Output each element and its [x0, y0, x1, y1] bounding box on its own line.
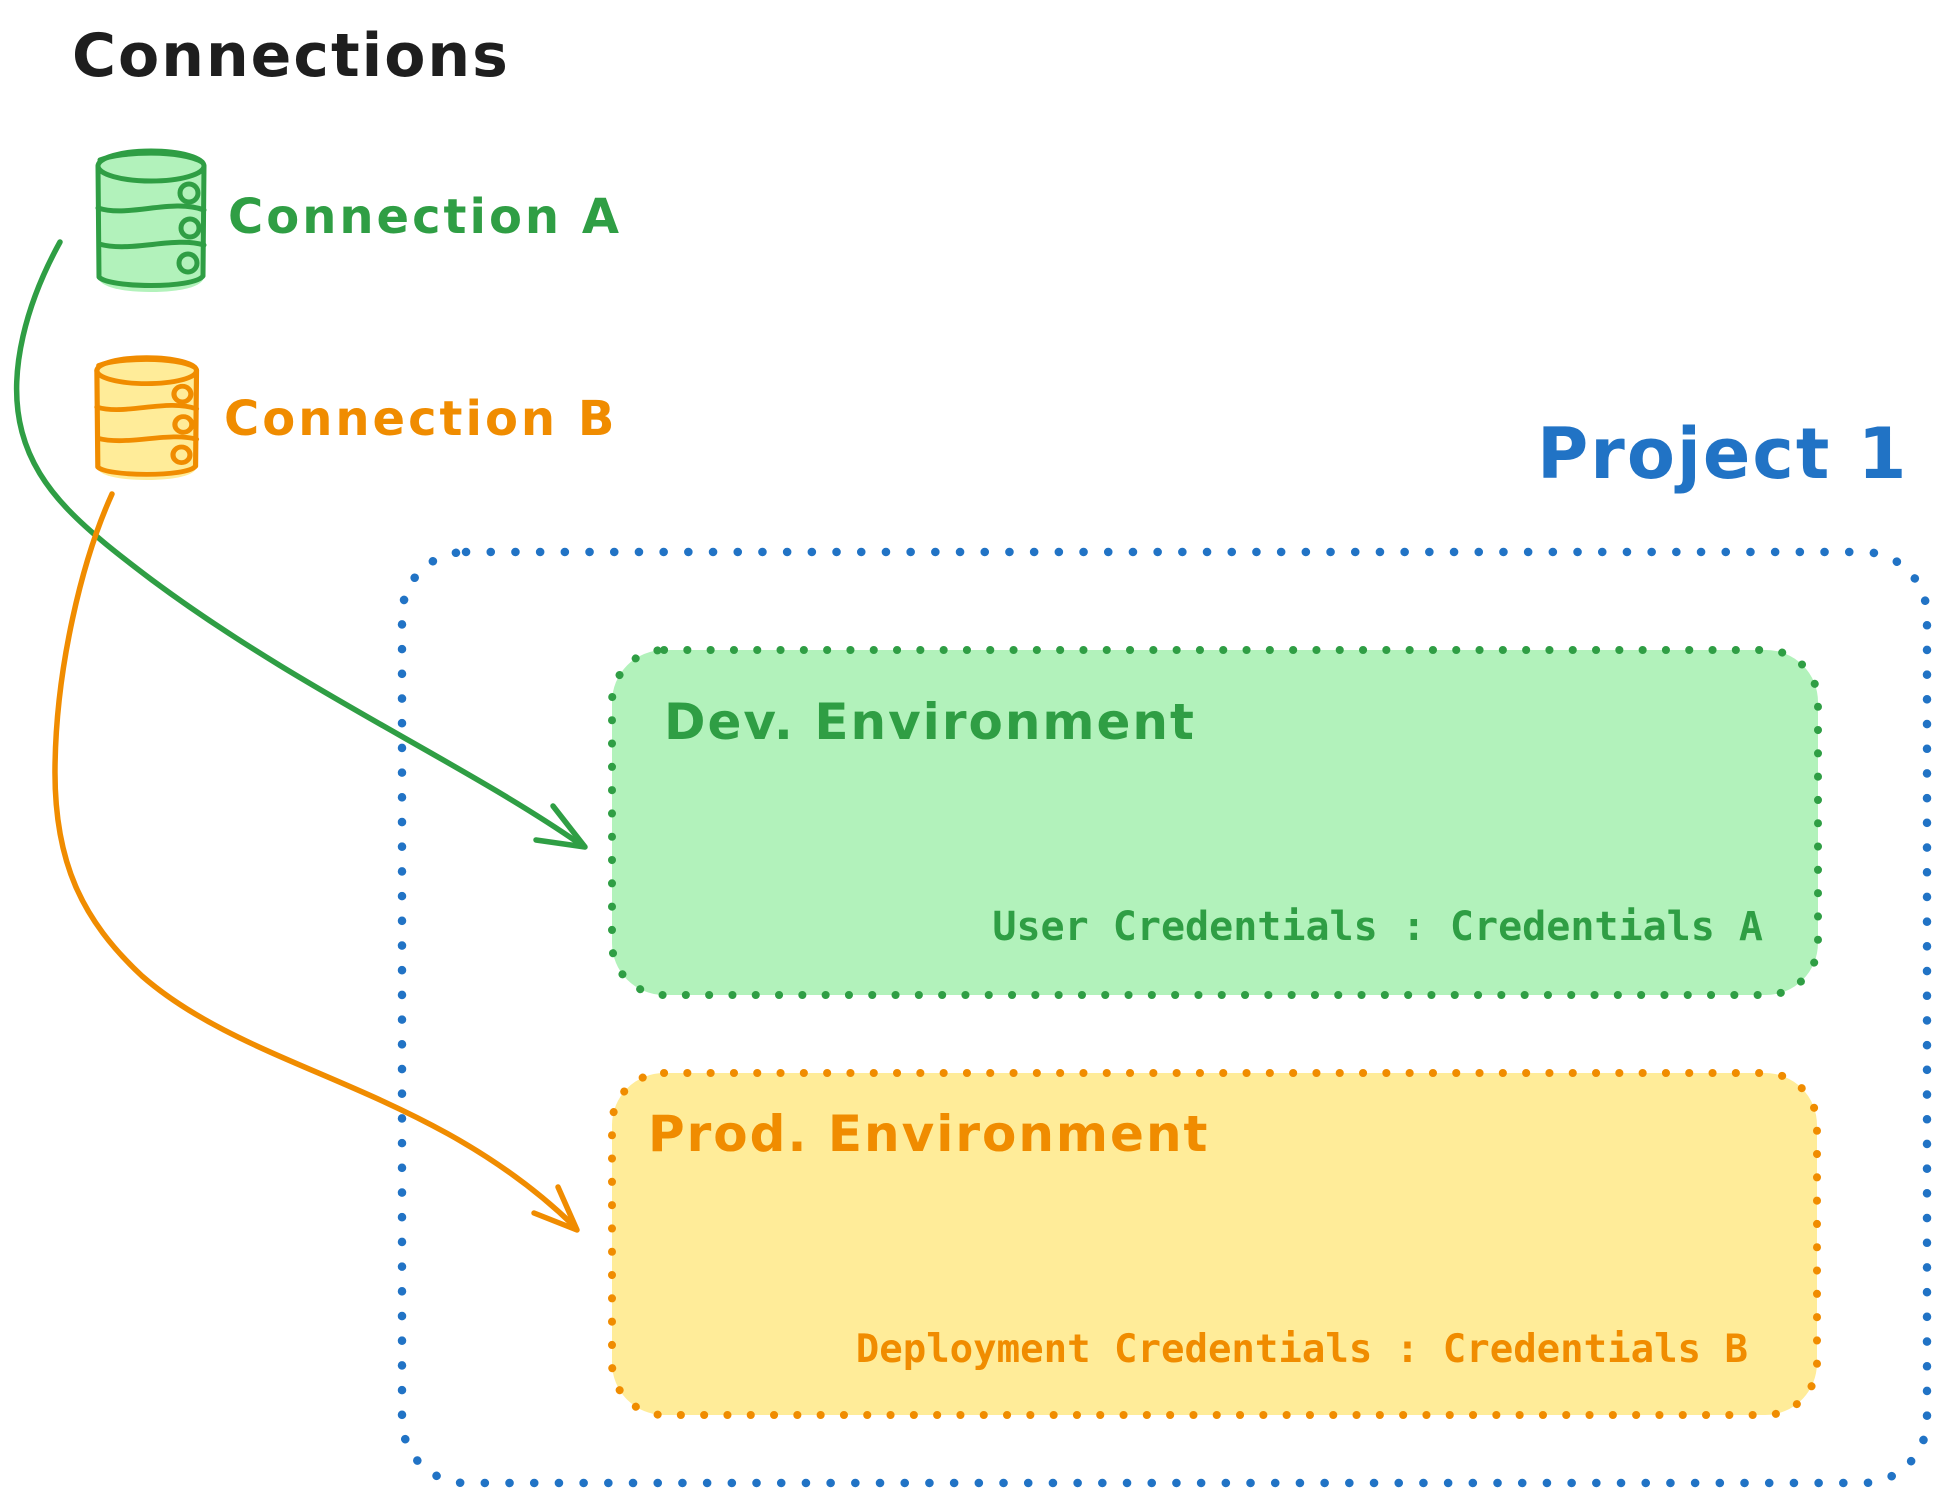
connection-b-label: Connection B — [224, 391, 618, 447]
arrow-connection-a-to-dev — [13, 239, 588, 850]
arrow-connection-b-to-prod — [52, 491, 580, 1233]
arrowhead — [531, 1184, 580, 1233]
database-icon-connection-b — [94, 355, 200, 480]
prod-environment-credentials: Deployment Credentials : Credentials B — [855, 1327, 1748, 1372]
project-title: Project 1 — [1537, 413, 1909, 495]
dev-environment-title: Dev. Environment — [664, 693, 1196, 751]
prod-environment-title: Prod. Environment — [648, 1105, 1210, 1163]
project-container-box — [397, 547, 1932, 1488]
connections-title: Connections — [72, 21, 510, 91]
dev-environment-box — [608, 646, 1822, 999]
database-icon-connection-a — [95, 148, 207, 292]
dev-environment-credentials: User Credentials : Credentials A — [992, 904, 1763, 950]
arrowhead — [533, 803, 588, 850]
connection-a-label: Connection A — [228, 189, 622, 245]
prod-environment-box — [608, 1069, 1821, 1419]
